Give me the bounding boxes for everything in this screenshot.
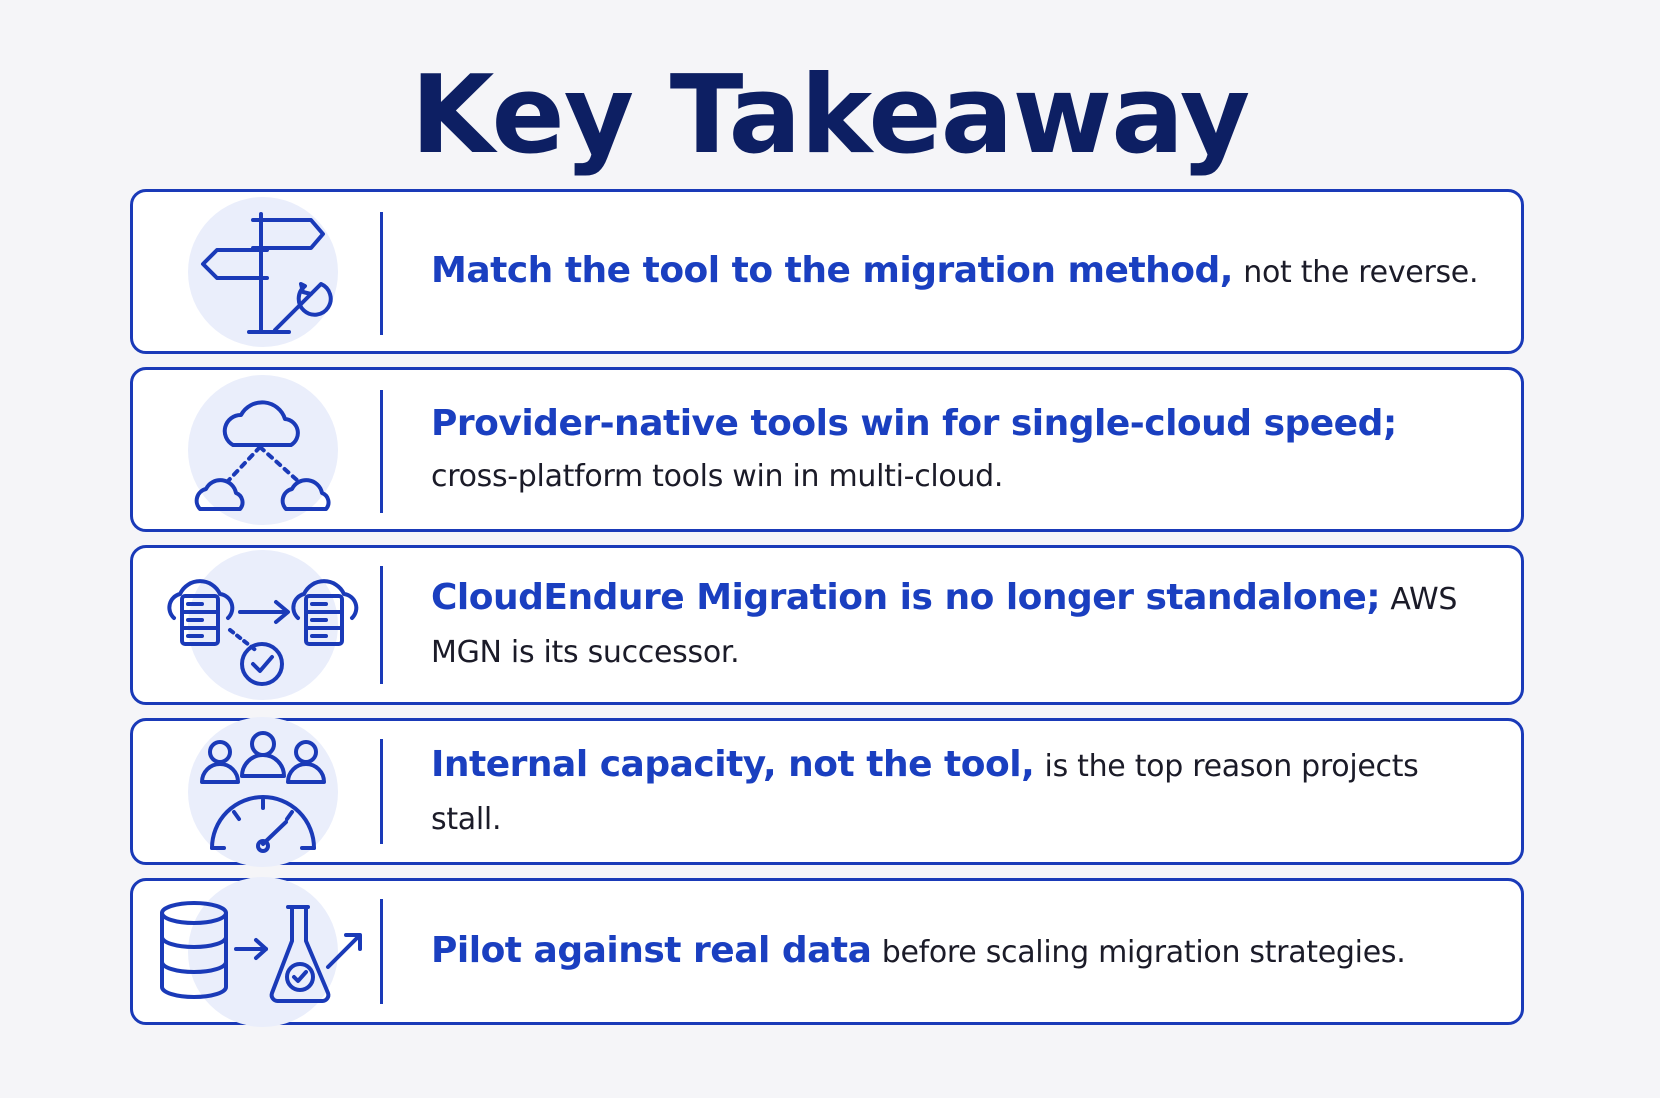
takeaway-text: before scaling migration strategies. <box>881 935 1406 970</box>
team-gauge-icon <box>200 730 326 853</box>
database-flask-icon <box>160 900 362 1003</box>
card-divider <box>380 212 383 335</box>
takeaway-bold-text: Provider-native tools win for single-clo… <box>431 402 1397 444</box>
takeaway-card: CloudEndure Migration is no longer stand… <box>130 545 1524 705</box>
card-divider <box>380 739 383 844</box>
card-divider <box>380 566 383 684</box>
takeaway-text: AWS MGN is its successor. <box>431 582 1458 670</box>
cloud-network-icon <box>194 399 331 511</box>
server-migration-icon <box>167 579 359 686</box>
takeaway-text: is the top reason projects stall. <box>431 748 1419 837</box>
takeaway-bold-text: CloudEndure Migration is no longer stand… <box>431 577 1381 618</box>
takeaway-bold-text: Pilot against real data <box>431 930 872 971</box>
takeaway-text: not the reverse. <box>1243 255 1479 290</box>
takeaway-text: cross-platform tools win in multi-cloud. <box>431 458 1004 494</box>
takeaway-card: Pilot against real data before scaling m… <box>130 876 1524 1027</box>
takeaway-card: Internal capacity, not the tool, is the … <box>130 716 1524 867</box>
signpost-wrench-icon <box>201 211 333 334</box>
takeaway-card: Provider-native tools win for single-clo… <box>130 367 1524 532</box>
card-divider <box>380 899 383 1004</box>
takeaway-bold-text: Internal capacity, not the tool, <box>431 743 1035 785</box>
takeaway-card: Match the tool to the migration method, … <box>130 189 1524 354</box>
card-divider <box>380 390 383 513</box>
page-title: Key Takeaway <box>410 53 1250 178</box>
takeaway-bold-text: Match the tool to the migration method, <box>431 250 1233 291</box>
